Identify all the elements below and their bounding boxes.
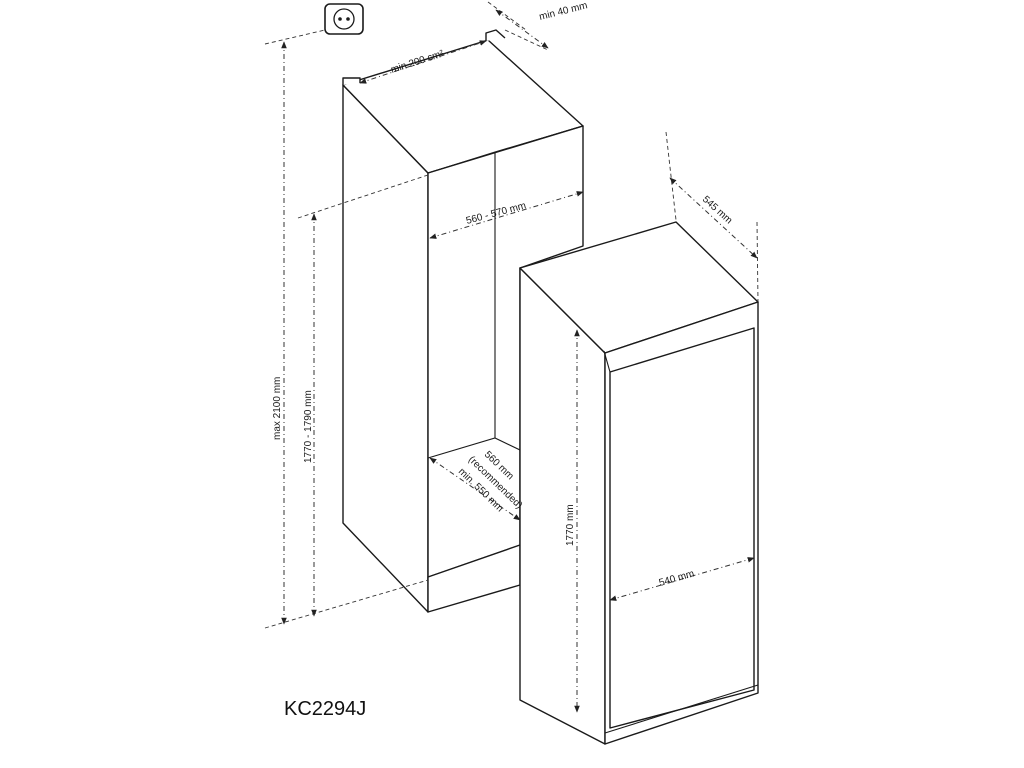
label-rear-gap: min 40 mm	[538, 0, 589, 23]
dim-max-height: max 2100 mm	[264, 29, 429, 629]
label-max-height: max 2100 mm	[272, 377, 283, 440]
label-niche-height: 1770 - 1790 mm	[303, 390, 314, 463]
label-appliance-height: 1770 mm	[565, 504, 576, 546]
dim-rear-gap: min 40 mm	[487, 0, 589, 51]
cabinet-side-panel	[342, 84, 429, 613]
model-label: KC2294J	[284, 698, 366, 720]
dim-appliance-height: 1770 mm	[565, 329, 580, 713]
power-socket-icon	[324, 3, 364, 35]
appliance	[519, 221, 759, 745]
appliance-door	[609, 327, 755, 729]
dim-niche-height: 1770 - 1790 mm	[297, 174, 429, 617]
